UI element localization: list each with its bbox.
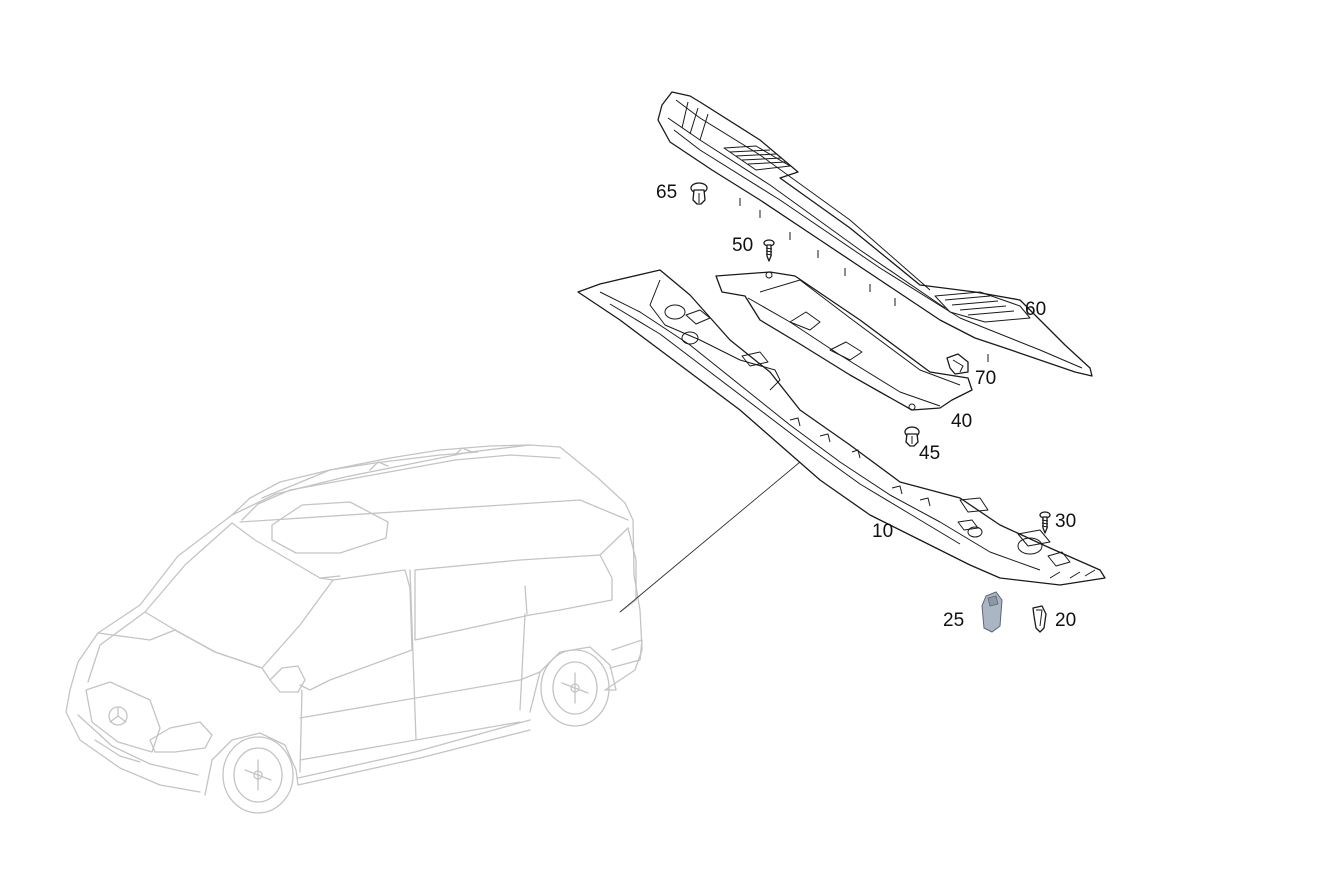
callout-70: 70 xyxy=(975,368,997,389)
callout-45: 45 xyxy=(919,443,941,464)
callout-60: 60 xyxy=(1025,299,1047,320)
van-illustration xyxy=(65,444,643,814)
callout-20: 20 xyxy=(1055,610,1077,631)
part-20-clip-icon xyxy=(1032,605,1047,633)
callout-40: 40 xyxy=(951,411,973,432)
callout-50: 50 xyxy=(732,235,754,256)
callout-30: 30 xyxy=(1055,511,1077,532)
callout-25: 25 xyxy=(943,610,965,631)
part-45-rivet-icon xyxy=(904,426,920,447)
part-10-sill-trim-panel xyxy=(577,269,1106,586)
part-65-rivet-icon xyxy=(690,182,708,205)
part-50-screw-icon xyxy=(763,239,775,262)
callout-10: 10 xyxy=(872,521,894,542)
sill-leader-line xyxy=(619,461,801,613)
part-60-sill-cover xyxy=(657,91,1093,377)
part-40-insert-plate xyxy=(715,271,973,411)
part-30-screw-icon xyxy=(1039,511,1051,534)
callout-65: 65 xyxy=(656,182,678,203)
part-25-speed-nut-icon xyxy=(981,591,1003,633)
part-70-clip-icon xyxy=(946,353,969,375)
